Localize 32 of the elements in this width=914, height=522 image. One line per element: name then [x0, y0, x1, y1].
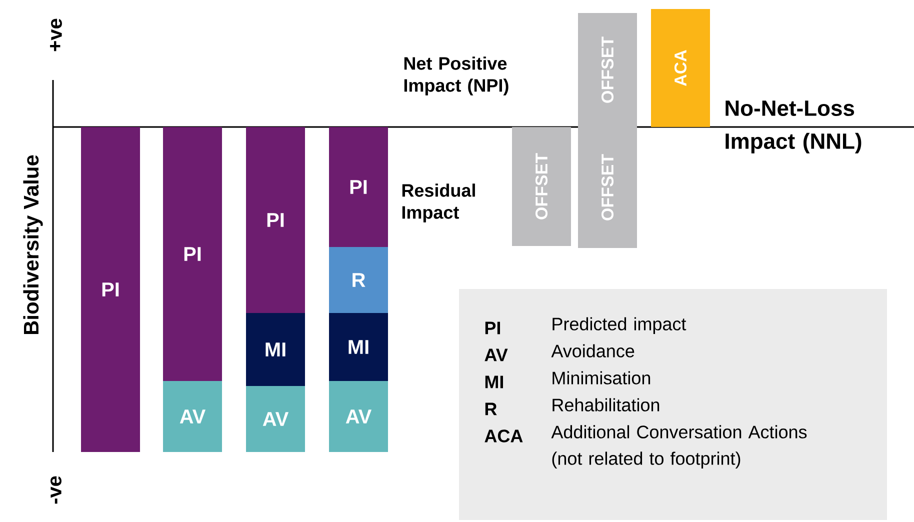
legend-text: Additional Conversation Actions (not related to footprint) [551, 425, 807, 468]
axis-end-label: -ve [50, 476, 62, 504]
axis-end-label: +ve [50, 18, 62, 52]
bar-segment: AV [163, 381, 222, 452]
zone-label: Net Positive Impact (NPI) [404, 56, 508, 96]
offset-bar: OFFSET [512, 127, 571, 246]
offset-bar: OFFSET [578, 13, 637, 127]
zone-label: Residual Impact [402, 184, 475, 222]
bar-segment: PI [81, 127, 140, 452]
bar-segment: MI [246, 313, 305, 386]
offset-bar: OFFSET [578, 127, 637, 248]
bar-segment: PI [329, 127, 388, 247]
legend-text: Minimisation [552, 371, 650, 384]
zone-label: No-Net-Loss Impact (NNL) [726, 100, 862, 154]
bar-segment: PI [246, 127, 305, 313]
legend-text: Avoidance [551, 344, 634, 358]
bar-segment: R [329, 247, 388, 313]
bar-segment: AV [246, 386, 305, 452]
legend-text: Predicted impact [552, 317, 686, 334]
node-label: OFFSET [601, 154, 614, 220]
bar-segment: AV [329, 381, 388, 452]
bar-segment: PI [163, 127, 222, 381]
legend-key: MI [485, 376, 503, 388]
legend-text: Rehabilitation [552, 398, 660, 412]
action-bar: ACA [651, 9, 710, 127]
bar-segment: MI [329, 313, 388, 381]
legend-key: R [485, 402, 497, 416]
legend-key: ACA [484, 430, 523, 442]
legend-key: AV [484, 348, 508, 362]
axis-title: Biodiversity Value [23, 155, 43, 334]
node-label: OFFSET [601, 36, 614, 103]
legend-key: PI [485, 322, 500, 334]
